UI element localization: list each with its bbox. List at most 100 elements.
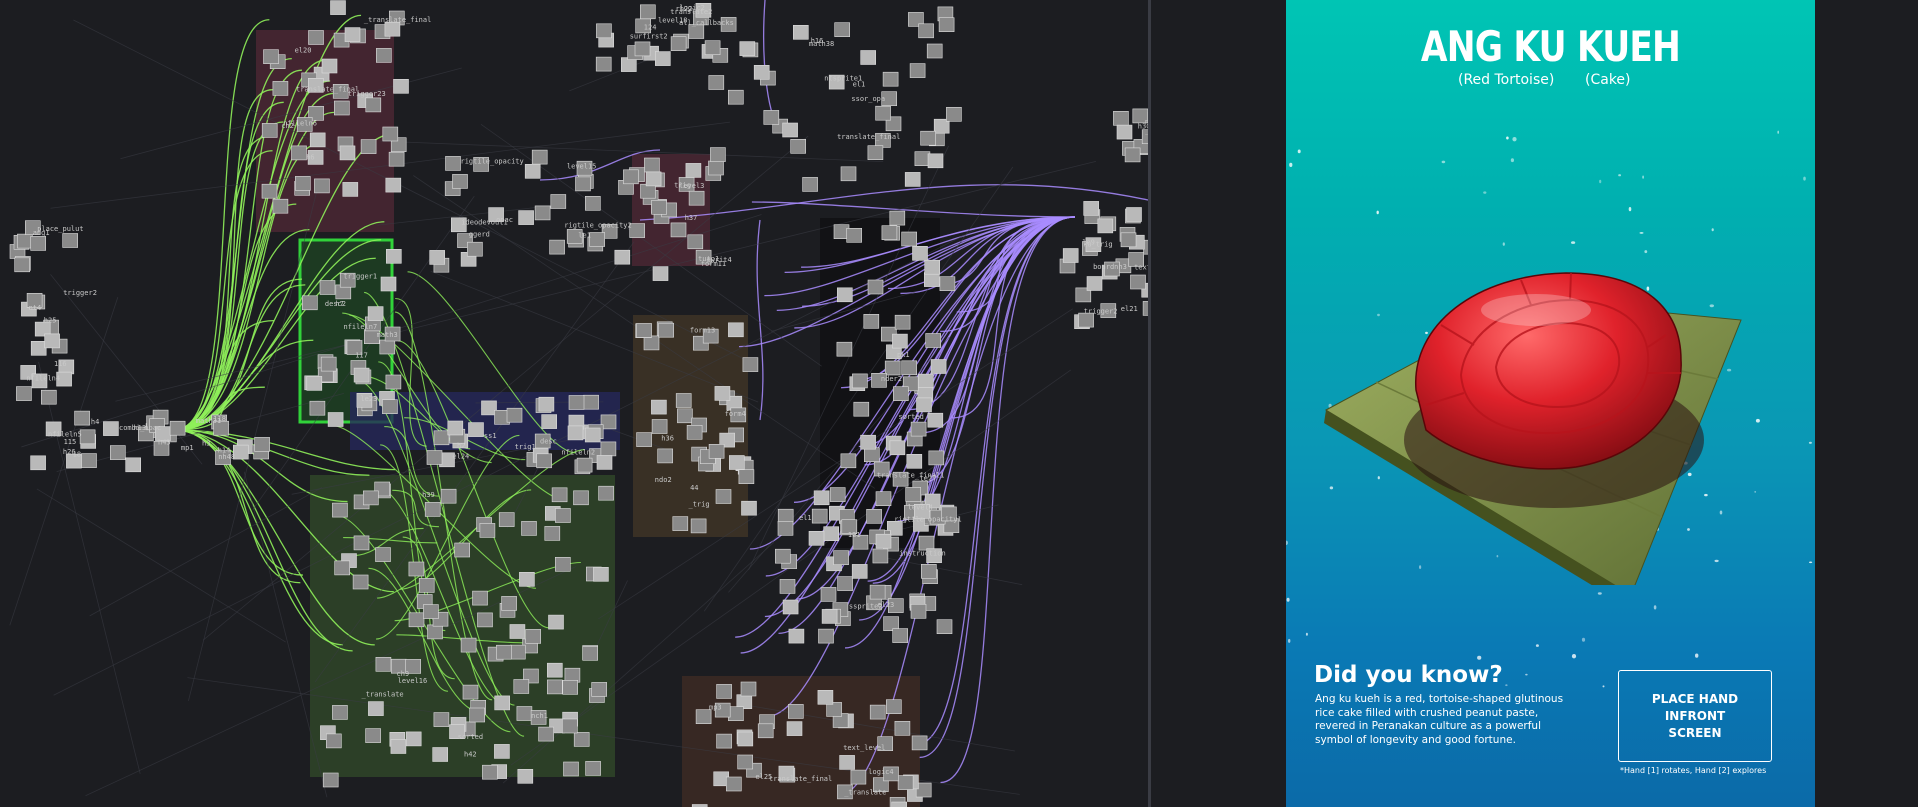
operator-node[interactable] bbox=[930, 359, 947, 374]
operator-node[interactable] bbox=[923, 272, 940, 287]
operator-node[interactable] bbox=[821, 609, 838, 624]
operator-node[interactable] bbox=[213, 420, 229, 436]
operator-node[interactable] bbox=[536, 453, 552, 469]
operator-node[interactable] bbox=[873, 461, 890, 477]
operator-node[interactable] bbox=[498, 512, 515, 527]
operator-node[interactable] bbox=[327, 412, 344, 427]
operator-node[interactable] bbox=[103, 421, 119, 436]
operator-node[interactable] bbox=[589, 232, 606, 247]
operator-node[interactable] bbox=[314, 178, 330, 194]
operator-node[interactable] bbox=[782, 599, 799, 615]
operator-node[interactable] bbox=[352, 574, 369, 590]
operator-node[interactable] bbox=[432, 747, 449, 762]
operator-node[interactable] bbox=[877, 736, 894, 752]
operator-node[interactable] bbox=[30, 340, 47, 356]
operator-node[interactable] bbox=[657, 448, 674, 464]
operator-node[interactable] bbox=[695, 709, 712, 725]
operator-node[interactable] bbox=[309, 132, 326, 148]
operator-node[interactable] bbox=[925, 333, 942, 348]
operator-node[interactable] bbox=[719, 432, 736, 448]
operator-node[interactable] bbox=[584, 427, 601, 443]
operator-node[interactable] bbox=[524, 164, 541, 179]
operator-node[interactable] bbox=[918, 23, 934, 39]
operator-node[interactable] bbox=[686, 424, 703, 440]
operator-node[interactable] bbox=[518, 210, 534, 225]
operator-node[interactable] bbox=[716, 733, 732, 749]
operator-node[interactable] bbox=[45, 421, 62, 437]
operator-node[interactable] bbox=[645, 171, 662, 187]
operator-node[interactable] bbox=[920, 130, 936, 146]
operator-node[interactable] bbox=[640, 183, 656, 199]
operator-node[interactable] bbox=[753, 65, 770, 80]
operator-node[interactable] bbox=[517, 768, 534, 784]
operator-node[interactable] bbox=[928, 450, 945, 466]
operator-node[interactable] bbox=[427, 624, 443, 640]
operator-node[interactable] bbox=[1100, 303, 1117, 318]
operator-node[interactable] bbox=[405, 659, 422, 674]
operator-node[interactable] bbox=[786, 721, 803, 736]
operator-node[interactable] bbox=[918, 535, 935, 551]
operator-node[interactable] bbox=[1075, 287, 1092, 303]
operator-node[interactable] bbox=[892, 471, 909, 487]
operator-node[interactable] bbox=[863, 447, 880, 463]
operator-node[interactable] bbox=[716, 684, 732, 699]
operator-node[interactable] bbox=[818, 628, 834, 644]
operator-node[interactable] bbox=[568, 395, 585, 410]
operator-node[interactable] bbox=[725, 776, 742, 792]
operator-node[interactable] bbox=[423, 604, 439, 619]
operator-node[interactable] bbox=[169, 420, 186, 436]
operator-node[interactable] bbox=[695, 249, 712, 265]
operator-node[interactable] bbox=[600, 441, 617, 457]
operator-node[interactable] bbox=[593, 566, 609, 582]
operator-node[interactable] bbox=[672, 516, 689, 531]
operator-node[interactable] bbox=[538, 726, 554, 742]
operator-node[interactable] bbox=[308, 106, 324, 121]
operator-node[interactable] bbox=[550, 194, 567, 209]
operator-node[interactable] bbox=[573, 732, 590, 747]
operator-node[interactable] bbox=[677, 408, 693, 424]
operator-node[interactable] bbox=[742, 357, 759, 372]
operator-node[interactable] bbox=[429, 250, 446, 265]
operator-node[interactable] bbox=[56, 371, 72, 387]
operator-node[interactable] bbox=[215, 450, 231, 465]
operator-node[interactable] bbox=[561, 718, 578, 734]
operator-node[interactable] bbox=[869, 704, 886, 720]
operator-node[interactable] bbox=[462, 684, 479, 700]
operator-node[interactable] bbox=[1116, 124, 1133, 140]
operator-node[interactable] bbox=[365, 97, 382, 113]
operator-node[interactable] bbox=[850, 769, 867, 785]
operator-node[interactable] bbox=[853, 401, 870, 417]
operator-node[interactable] bbox=[110, 445, 126, 460]
operator-node[interactable] bbox=[926, 548, 942, 564]
operator-node[interactable] bbox=[866, 508, 882, 524]
operator-node[interactable] bbox=[408, 612, 425, 628]
operator-node[interactable] bbox=[917, 373, 934, 389]
operator-node[interactable] bbox=[881, 225, 898, 240]
operator-node[interactable] bbox=[452, 174, 468, 189]
operator-node[interactable] bbox=[153, 440, 170, 456]
operator-node[interactable] bbox=[596, 455, 613, 470]
operator-node[interactable] bbox=[375, 656, 392, 672]
operator-node[interactable] bbox=[424, 502, 441, 517]
operator-node[interactable] bbox=[852, 534, 869, 550]
operator-node[interactable] bbox=[26, 292, 43, 308]
operator-node[interactable] bbox=[892, 333, 908, 349]
operator-node[interactable] bbox=[309, 400, 326, 416]
operator-node[interactable] bbox=[715, 489, 732, 504]
operator-node[interactable] bbox=[460, 637, 477, 653]
operator-node[interactable] bbox=[670, 36, 687, 52]
operator-node[interactable] bbox=[393, 79, 409, 94]
operator-node[interactable] bbox=[901, 231, 918, 247]
operator-node[interactable] bbox=[509, 624, 526, 639]
operator-node[interactable] bbox=[867, 279, 884, 295]
operator-node[interactable] bbox=[494, 744, 510, 759]
operator-node[interactable] bbox=[263, 49, 279, 65]
operator-node[interactable] bbox=[334, 560, 351, 576]
operator-node[interactable] bbox=[869, 584, 886, 600]
operator-node[interactable] bbox=[473, 157, 489, 172]
operator-node[interactable] bbox=[379, 339, 396, 355]
operator-node[interactable] bbox=[651, 200, 667, 215]
operator-node[interactable] bbox=[867, 145, 884, 160]
operator-node[interactable] bbox=[820, 587, 837, 602]
operator-node[interactable] bbox=[1132, 108, 1148, 124]
